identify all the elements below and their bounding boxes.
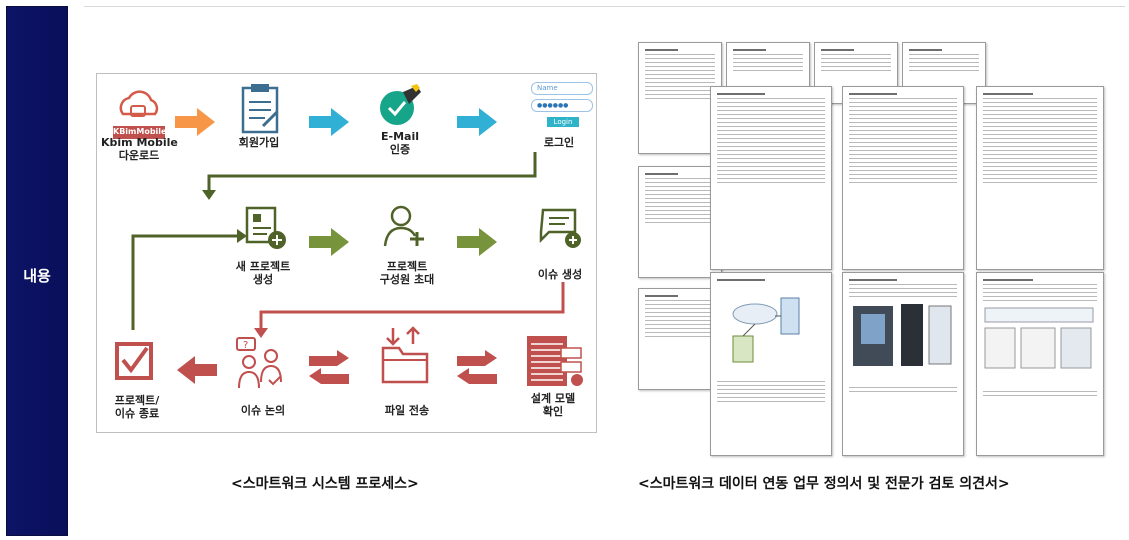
- doc-page-3: [976, 86, 1104, 270]
- new-project-icon: [243, 202, 289, 256]
- side-label-panel: 내용: [6, 6, 68, 536]
- kbim-logo-text: KBimMobile: [113, 127, 167, 136]
- design-model-icon: [525, 334, 587, 394]
- arrow-green-1: [309, 228, 349, 256]
- invite-member-icon: [383, 202, 429, 256]
- flow-arrows: [131, 108, 565, 384]
- arrow-teal-1: [309, 108, 349, 136]
- label-discuss: 이슈 논의: [240, 404, 286, 417]
- login-form-icon: Name ●●●●●● Login: [531, 82, 593, 134]
- issue-discuss-icon: ?: [235, 336, 289, 394]
- doc-page-back-5: [638, 166, 722, 278]
- label-email: E-Mail 인증: [381, 130, 419, 156]
- arrow-red-double-1b: [309, 368, 349, 384]
- svg-text:?: ?: [243, 340, 248, 351]
- label-issue-create: 이슈 생성: [537, 268, 583, 281]
- arrow-green-2: [457, 228, 497, 256]
- connector-green: [207, 152, 537, 192]
- doc-page-6: [976, 272, 1104, 456]
- file-transfer-icon: [379, 326, 431, 390]
- label-model-check: 설계 모델 확인: [530, 392, 576, 418]
- doc-page-1: [710, 86, 832, 270]
- signup-form-icon: [237, 82, 283, 140]
- label-transfer: 파일 전송: [384, 404, 430, 417]
- caption-left: <스마트워크 시스템 프로세스>: [231, 476, 419, 492]
- login-button: Login: [547, 117, 579, 127]
- connector-green-back: [131, 234, 239, 330]
- arrow-red-left: [177, 356, 217, 384]
- top-divider: [84, 6, 1125, 7]
- arrow-teal-2: [457, 108, 497, 136]
- arrow-red-double-2b: [457, 368, 497, 384]
- label-login: 로그인: [543, 136, 575, 149]
- doc-page-2: [842, 86, 964, 270]
- doc-page-5: [842, 272, 964, 456]
- label-signup: 회원가입: [238, 136, 280, 149]
- login-password-field: ●●●●●●: [531, 99, 593, 112]
- label-invite: 프로젝트 구성원 초대: [379, 260, 435, 286]
- email-verify-icon: [377, 82, 423, 136]
- label-download: Kbim Mobile 다운로드: [101, 136, 178, 162]
- document-thumbnails: [630, 38, 1110, 458]
- caption-right: <스마트워크 데이터 연동 업무 정의서 및 전문가 검토 의견서>: [638, 476, 1010, 492]
- process-diagram: KBimMobile Kbim Mobile 다운로드 회원가입 E-Mail …: [96, 73, 597, 433]
- arrow-red-double-1a: [309, 350, 349, 366]
- issue-create-icon: [537, 202, 585, 256]
- label-close: 프로젝트/ 이슈 종료: [114, 394, 160, 420]
- doc-page-back-6: [638, 288, 722, 390]
- side-label: 내용: [23, 267, 51, 285]
- project-close-icon: [113, 338, 155, 388]
- connector-red: [259, 282, 565, 330]
- kbim-mobile-icon: KBimMobile: [111, 84, 167, 144]
- label-new-project: 새 프로젝트 생성: [235, 260, 291, 286]
- doc-page-4: [710, 272, 832, 456]
- login-name-field: Name: [531, 82, 593, 95]
- arrow-orange: [175, 108, 215, 136]
- arrow-red-double-2a: [457, 350, 497, 366]
